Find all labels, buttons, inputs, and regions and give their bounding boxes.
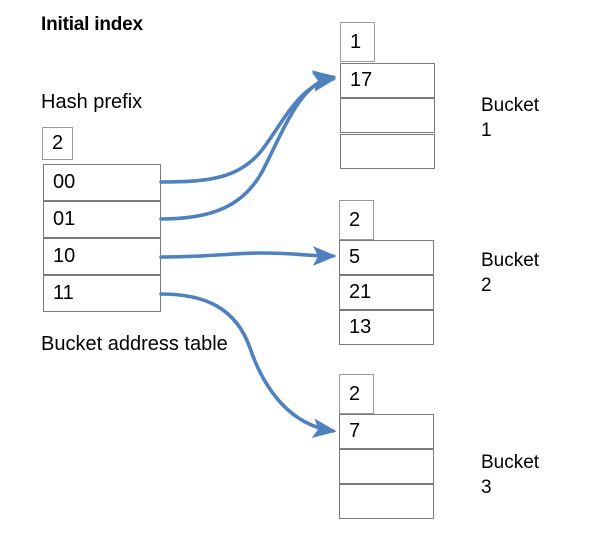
bucket-1-slot-0[interactable]: 17 [340,63,435,98]
bucket-1-label-number: 1 [481,120,492,142]
bucket-2-slot-0[interactable]: 5 [339,240,434,275]
bucket-1-label-name: Bucket [481,95,540,116]
arrow-11-to-bucket-3 [159,292,337,439]
arrow-00-to-bucket-1 [159,72,337,184]
bucket-2-slot-2[interactable]: 13 [339,310,434,345]
bucket-2-slot-1[interactable]: 21 [339,275,434,310]
bucket-1-slot-2[interactable] [340,134,435,169]
bucket-2-local-depth-box: 2 [339,200,374,240]
bucket-3-label-name: Bucket [481,452,540,473]
hash-prefix-label: Hash prefix [41,91,143,113]
bucket-3-label: Bucket 3 [481,450,591,500]
arrow-01-to-bucket-1 [159,70,337,221]
bucket-1-label: Bucket 1 [481,93,591,143]
bucket-3-label-number: 3 [481,477,492,499]
bucket-address-entry-00[interactable]: 00 [43,164,161,201]
arrow-10-to-bucket-2 [159,246,337,266]
bucket-address-table-label: Bucket address table [41,333,228,355]
bucket-3-slot-2[interactable] [339,484,434,519]
bucket-3-slot-1[interactable] [339,449,434,484]
bucket-2-label-number: 2 [481,275,492,297]
page-title: Initial index [41,14,143,35]
bucket-1-local-depth-box: 1 [340,22,375,62]
bucket-address-entry-10[interactable]: 10 [43,238,161,275]
bucket-address-entry-01[interactable]: 01 [43,201,161,238]
bucket-3-slot-0[interactable]: 7 [339,414,434,449]
bucket-2-label: Bucket 2 [481,248,591,298]
bucket-2-label-name: Bucket [481,250,540,271]
global-depth-box: 2 [42,127,73,160]
bucket-address-entry-11[interactable]: 11 [43,275,161,312]
bucket-3-local-depth-box: 2 [339,374,374,414]
bucket-1-slot-1[interactable] [340,98,435,133]
